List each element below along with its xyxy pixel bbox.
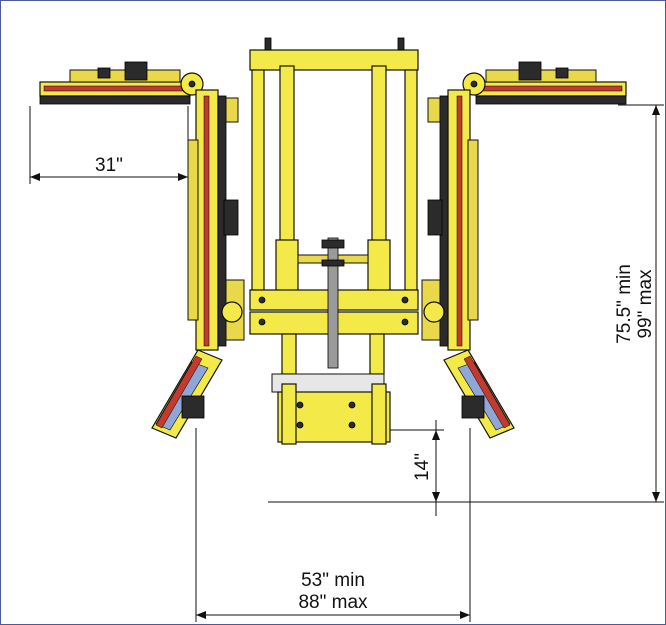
dimension-width: 53" min 88" max	[195, 428, 471, 622]
dimension-head-width: 31"	[29, 106, 189, 184]
head-width-label: 31"	[95, 155, 123, 176]
height-min-label: 75.5" min	[614, 264, 635, 344]
dimension-height: 75.5" min 99" max	[268, 104, 664, 503]
height-max-label: 99" max	[635, 269, 656, 339]
clearance-label: 14"	[412, 453, 433, 481]
width-min-label: 53" min	[301, 570, 365, 591]
left-arm	[39, 61, 245, 439]
width-max-label: 88" max	[298, 592, 368, 613]
dimension-clearance: 14"	[390, 420, 444, 516]
center-frame	[249, 37, 419, 445]
right-arm	[421, 61, 627, 439]
